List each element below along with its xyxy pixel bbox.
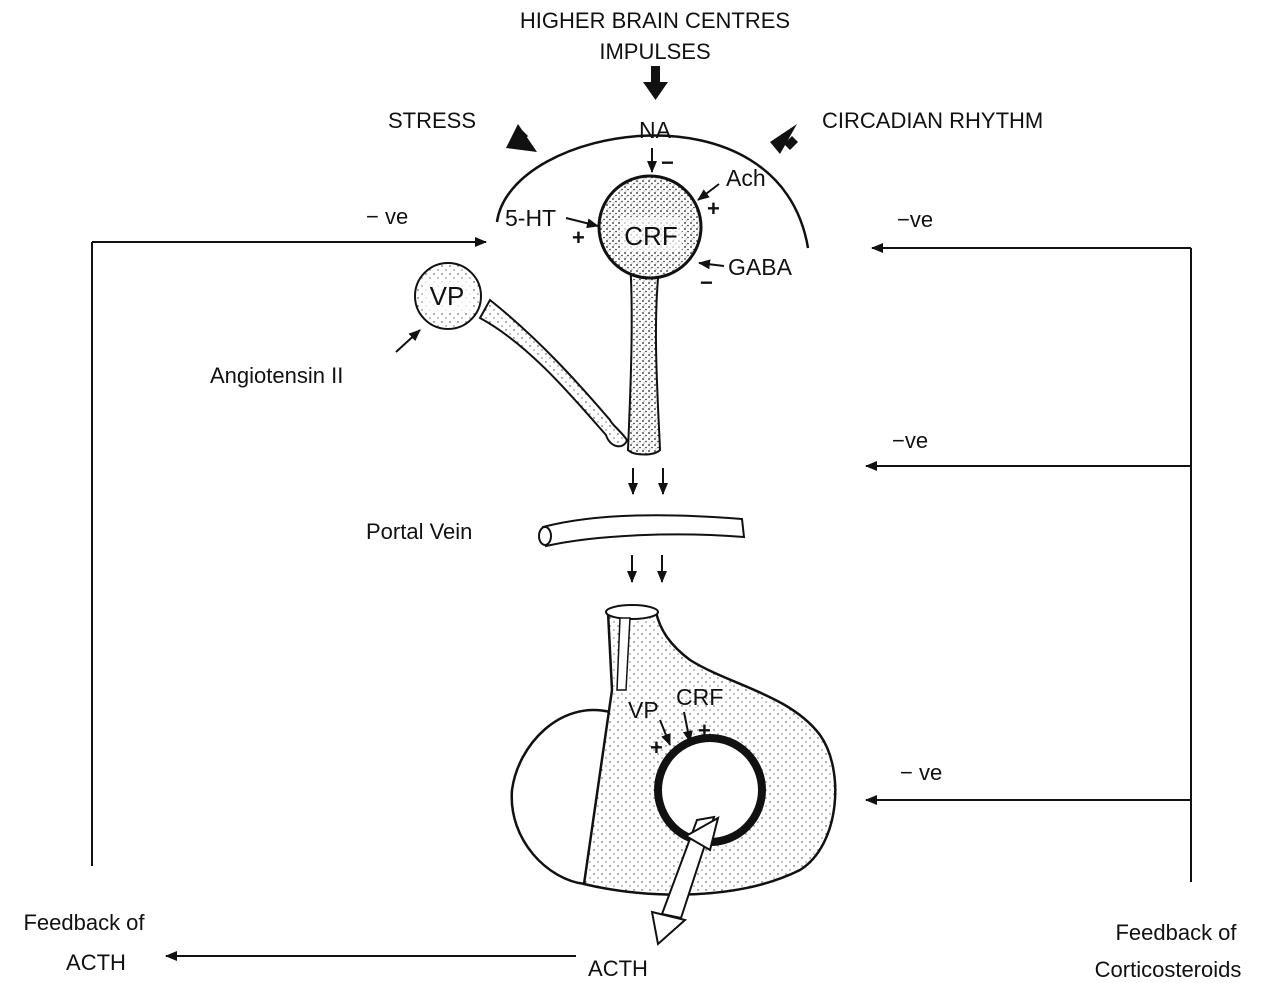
cort-feedback-negative-top: −ve (897, 207, 933, 232)
crf-neuron-label: CRF (624, 221, 677, 251)
stress-arrow (506, 124, 537, 152)
acth-feedback-label-line1: Feedback of (23, 910, 145, 935)
higher-centres-label-line1: HIGHER BRAIN CENTRES (520, 8, 790, 33)
circadian-rhythm-label: CIRCADIAN RHYTHM (822, 108, 1043, 133)
cort-feedback-label-line2: Corticosteroids (1095, 957, 1242, 982)
gaba-arrow (699, 263, 724, 266)
gaba-label: GABA (728, 254, 793, 280)
serotonin-sign: + (572, 225, 585, 250)
pituitary-vp-sign: + (650, 735, 663, 760)
pituitary-crf-label: CRF (676, 684, 723, 710)
portal-vein-label: Portal Vein (366, 519, 472, 544)
crf-neuron-axon (628, 260, 660, 455)
ach-sign: + (707, 196, 720, 221)
acth-feedback-negative-label: − ve (366, 204, 408, 229)
ach-label: Ach (726, 165, 766, 191)
circadian-arrow (770, 124, 798, 154)
portal-vein-shape (543, 515, 744, 546)
acth-feedback-label-line2: ACTH (66, 950, 126, 975)
cort-feedback-negative-mid: −ve (892, 428, 928, 453)
angiotensin-arrow (396, 330, 420, 352)
stress-label: STRESS (388, 108, 476, 133)
pituitary-crf-sign: + (698, 718, 711, 743)
vp-neuron-axon (480, 300, 627, 446)
gaba-sign: − (700, 270, 713, 295)
serotonin-label: 5-HT (505, 205, 556, 231)
pituitary-vp-label: VP (628, 697, 659, 723)
acth-output-label: ACTH (588, 956, 648, 981)
higher-centres-arrow (643, 66, 668, 100)
higher-centres-label-line2: IMPULSES (599, 39, 710, 64)
angiotensin-label: Angiotensin II (210, 363, 343, 388)
na-sign: − (661, 150, 674, 175)
pituitary-gland (512, 605, 836, 944)
cort-feedback-negative-bottom: − ve (900, 760, 942, 785)
vp-neuron-label: VP (430, 281, 465, 311)
na-label: NA (639, 117, 672, 143)
cort-feedback-label-line1: Feedback of (1115, 920, 1237, 945)
